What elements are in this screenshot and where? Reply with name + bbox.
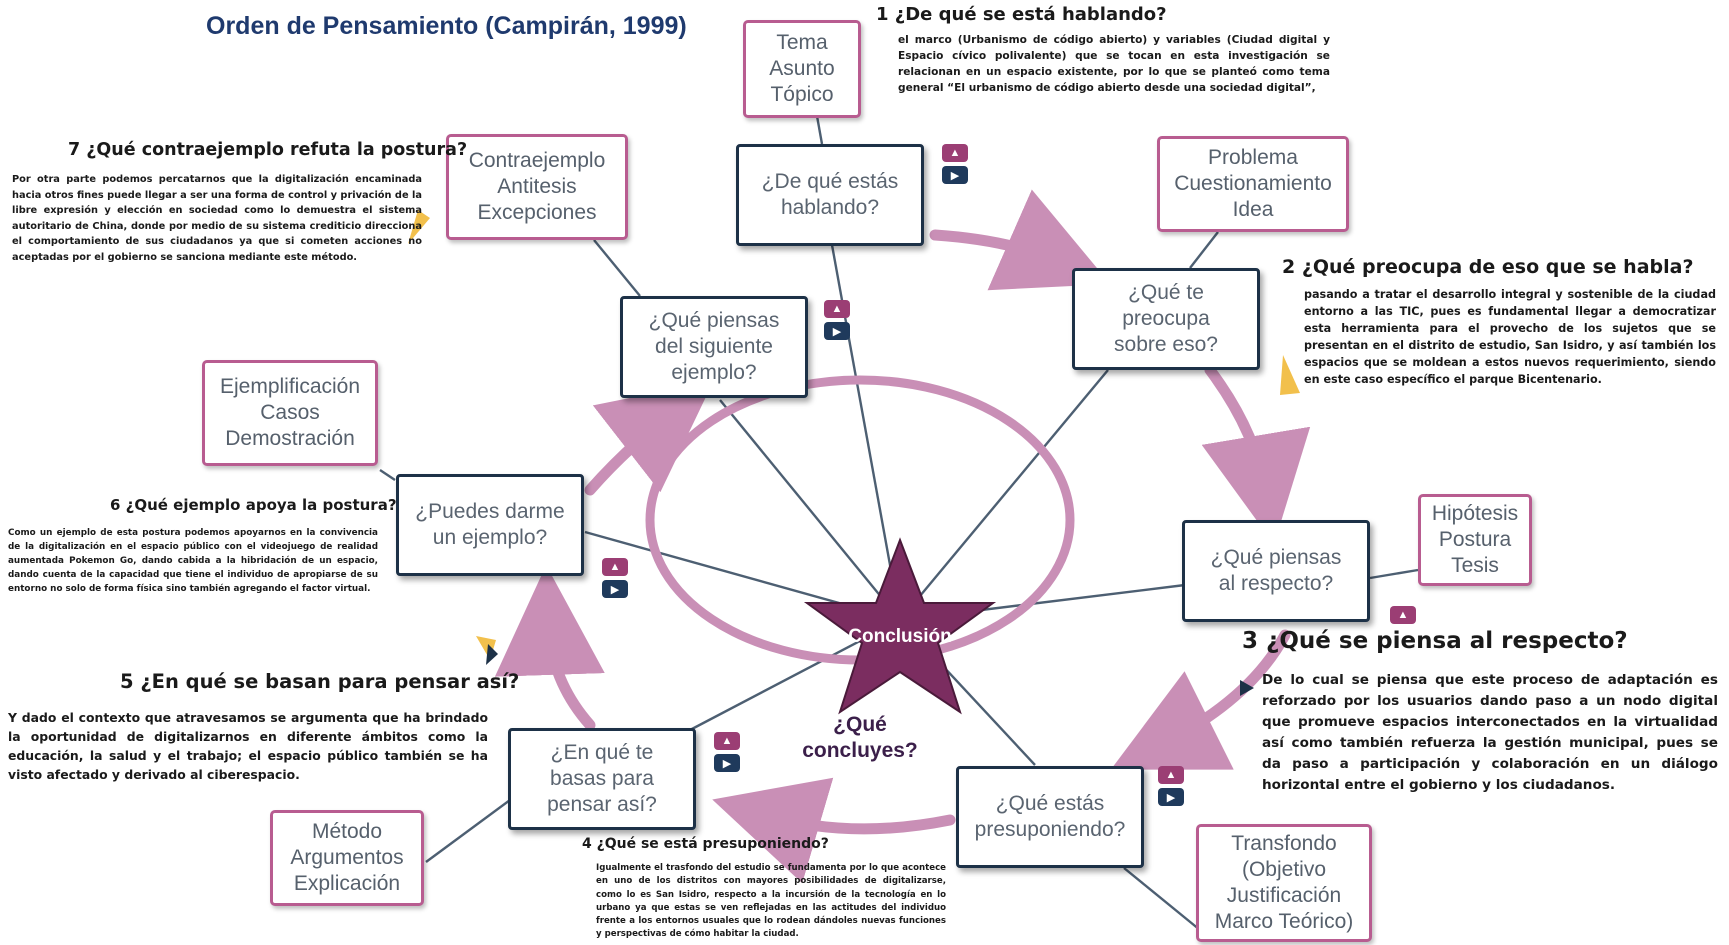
- conclusion-label: Conclusión: [848, 626, 952, 647]
- marker-triangle-icon: [408, 210, 430, 244]
- note-4-heading: 4 ¿Qué se está presuponiendo?: [582, 836, 829, 852]
- note-6-heading: 6 ¿Qué ejemplo apoya la postura?: [110, 496, 397, 514]
- triangle-up-icon[interactable]: ▲: [602, 558, 628, 576]
- concept-hipotesis: Hipótesis Postura Tesis: [1418, 494, 1532, 586]
- triangle-up-icon[interactable]: ▲: [942, 144, 968, 162]
- pointer-icon: [486, 644, 498, 665]
- conclusion-question: ¿Qué concluyes?: [802, 713, 918, 762]
- concept-contraejemplo: Contraejemplo Antitesis Excepciones: [446, 134, 628, 240]
- question-q1[interactable]: ¿De qué estás hablando?: [736, 144, 924, 246]
- concept-tema: Tema Asunto Tópico: [743, 20, 861, 118]
- question-q4[interactable]: ¿Qué estás presuponiendo?: [956, 766, 1144, 868]
- link-tema: [815, 115, 824, 145]
- note-2-body: pasando a tratar el desarrollo integral …: [1304, 288, 1716, 386]
- note-7-heading: 7 ¿Qué contraejemplo refuta la postura?: [68, 140, 468, 160]
- link-ejemplificacion: [379, 469, 396, 481]
- link-transfondo: [1123, 867, 1201, 931]
- link-problema: [1189, 231, 1219, 269]
- marker-triangle-icon: [1280, 355, 1300, 395]
- link-hipotesis: [1369, 568, 1419, 580]
- concept-ejemplificacion: Ejemplificación Casos Demostración: [202, 360, 378, 466]
- conclusion-star-icon: [803, 537, 997, 715]
- pointer-icon: [1240, 680, 1254, 696]
- question-q5[interactable]: ¿En qué te basas para pensar así?: [508, 728, 696, 830]
- note-1-heading: 1 ¿De qué se está hablando?: [876, 4, 1167, 25]
- triangle-up-icon[interactable]: ▲: [714, 732, 740, 750]
- triangle-up-icon[interactable]: ▲: [1158, 766, 1184, 784]
- link-contraejemplo: [593, 239, 641, 297]
- question-q6[interactable]: ¿Puedes darme un ejemplo?: [396, 474, 584, 576]
- q5-controls: ▲ ▶: [714, 732, 740, 776]
- question-q7[interactable]: ¿Qué piensas del siguiente ejemplo?: [620, 296, 808, 398]
- note-3-body: De lo cual se piensa que este proceso de…: [1262, 672, 1718, 793]
- play-icon[interactable]: ▶: [942, 166, 968, 184]
- q6-controls: ▲ ▶: [602, 558, 628, 602]
- q1-controls: ▲ ▶: [942, 144, 968, 188]
- play-icon[interactable]: ▶: [714, 754, 740, 772]
- note-5-heading: 5 ¿En qué se basan para pensar así?: [120, 670, 520, 693]
- triangle-up-icon[interactable]: ▲: [824, 300, 850, 318]
- arrow-q6-q7: [584, 381, 714, 496]
- arrow-q3-q4: [1110, 629, 1291, 770]
- note-5-body: Y dado el contexto que atravesamos se ar…: [8, 710, 488, 782]
- play-icon[interactable]: ▶: [824, 322, 850, 340]
- arrow-q2-q3: [1201, 364, 1311, 545]
- spoke-q2: [899, 369, 1109, 621]
- play-icon[interactable]: ▶: [1158, 788, 1184, 806]
- note-7-body: Por otra parte podemos percatarnos que l…: [12, 174, 422, 263]
- page-title: Orden de Pensamiento (Campirán, 1999): [206, 12, 687, 40]
- question-q2[interactable]: ¿Qué te preocupa sobre eso?: [1072, 268, 1260, 370]
- note-1-body: el marco (Urbanismo de código abierto) y…: [898, 34, 1330, 94]
- note-3-heading: 3 ¿Qué se piensa al respecto?: [1242, 628, 1628, 654]
- question-q3[interactable]: ¿Qué piensas al respecto?: [1182, 520, 1370, 622]
- concept-problema: Problema Cuestionamiento Idea: [1157, 136, 1349, 232]
- arrow-q4-q5: [712, 777, 956, 884]
- q7-controls: ▲ ▶: [824, 300, 850, 344]
- concept-metodo: Método Argumentos Explicación: [270, 810, 424, 906]
- play-icon[interactable]: ▶: [602, 580, 628, 598]
- q3-controls: ▲: [1390, 606, 1416, 628]
- concept-transfondo: Transfondo (Objetivo Justificación Marco…: [1196, 824, 1372, 942]
- note-6-body: Como un ejemplo de esta postura podemos …: [8, 528, 378, 594]
- spoke-q7: [719, 399, 901, 621]
- triangle-up-icon[interactable]: ▲: [1390, 606, 1416, 624]
- link-metodo: [425, 799, 511, 863]
- arrow-q1-q2: [929, 189, 1111, 291]
- note-2-heading: 2 ¿Qué preocupa de eso que se habla?: [1282, 256, 1694, 278]
- q4-controls: ▲ ▶: [1158, 766, 1184, 810]
- cycle-arrows: [494, 189, 1311, 884]
- note-4-body: Igualmente el trasfondo del estudio se f…: [596, 863, 946, 940]
- arrow-q5-q6: [494, 565, 605, 731]
